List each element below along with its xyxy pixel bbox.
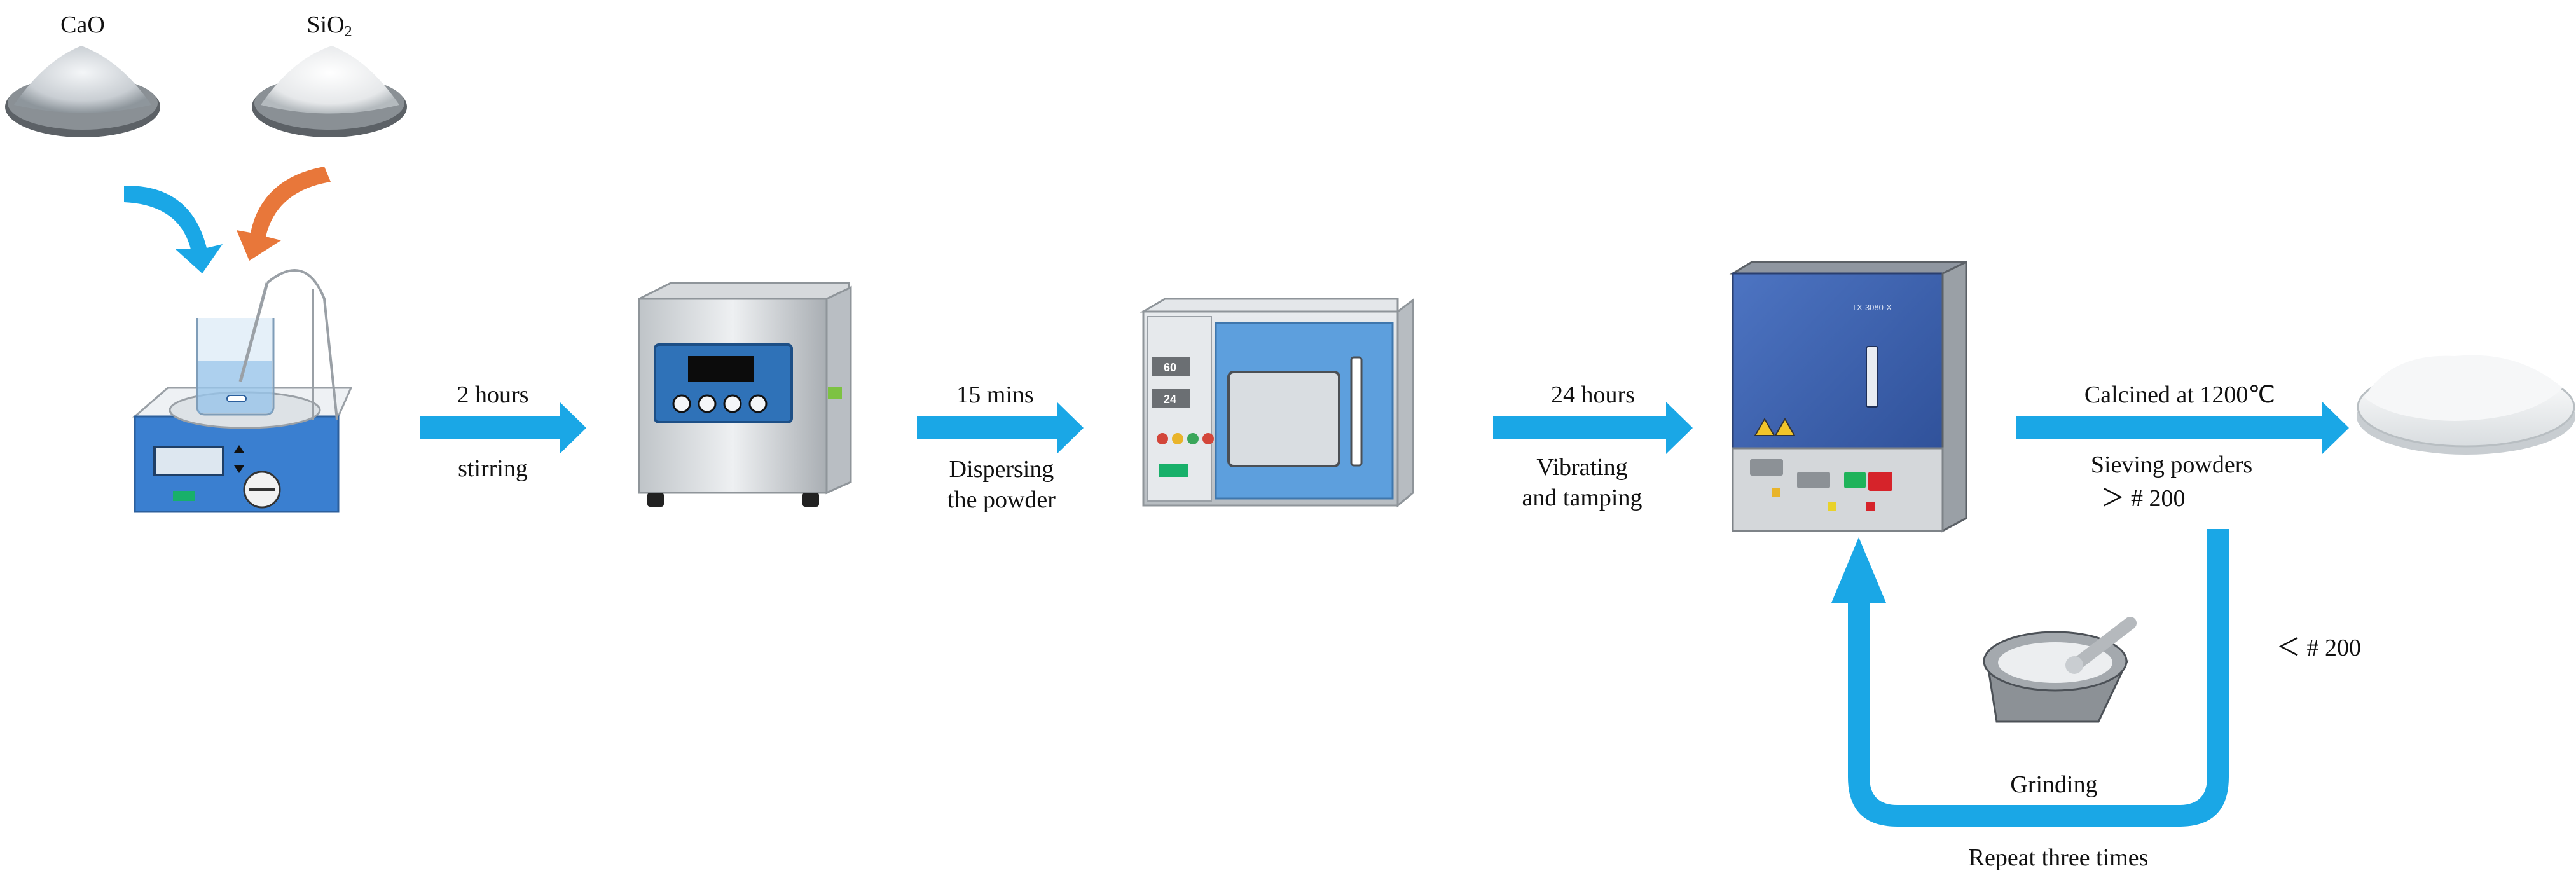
- step4-sieving-label: Sieving powders: [2090, 451, 2253, 478]
- step1-duration-label: 2 hours: [457, 382, 529, 408]
- oven-temp-display: 60: [1164, 361, 1176, 374]
- step2-duration-label: 15 mins: [956, 382, 1034, 408]
- cao-powder-image: [5, 46, 160, 137]
- step4-calcination-label: Calcined at 1200℃: [2084, 382, 2276, 408]
- arrow-step2: [917, 402, 1084, 454]
- arrow-step3: [1493, 402, 1693, 454]
- sio2-label-subscript: 2: [344, 24, 352, 40]
- sio2-curved-arrow: [237, 167, 331, 261]
- sio2-powder-image: [252, 46, 407, 137]
- step4-coarse-mesh-label: ＞ # 200: [2100, 485, 2186, 512]
- step3-process-label: Vibrating and tamping: [1522, 454, 1643, 511]
- ultrasonic-cleaner-image: [638, 282, 852, 507]
- magnetic-stirrer-image: [132, 269, 353, 513]
- cao-label: CaO: [60, 11, 105, 38]
- sio2-label: SiO2: [307, 13, 352, 39]
- muffle-furnace-image: [1729, 260, 1967, 533]
- grinding-label: Grinding: [2010, 771, 2098, 798]
- drying-oven-image: [1140, 298, 1414, 508]
- final-powder-dish-image: [2357, 355, 2575, 455]
- step3-duration-label: 24 hours: [1551, 382, 1635, 408]
- fine-mesh-label: ＜ # 200: [2276, 635, 2362, 661]
- arrow-step4: [2016, 402, 2349, 454]
- repeat-loop-arrow: [1831, 529, 2229, 827]
- sio2-label-main: SiO: [307, 11, 345, 38]
- step1-process-label: stirring: [458, 455, 528, 482]
- cao-curved-arrow: [124, 185, 223, 273]
- mortar-pestle-image: [1983, 617, 2137, 723]
- furnace-model-text: TX-3080-X: [1852, 303, 1892, 312]
- repeat-label: Repeat three times: [1968, 844, 2149, 871]
- oven-time-display: 24: [1164, 393, 1176, 406]
- step2-process-label: Dispersing the powder: [947, 456, 1056, 513]
- arrow-step1: [420, 402, 586, 454]
